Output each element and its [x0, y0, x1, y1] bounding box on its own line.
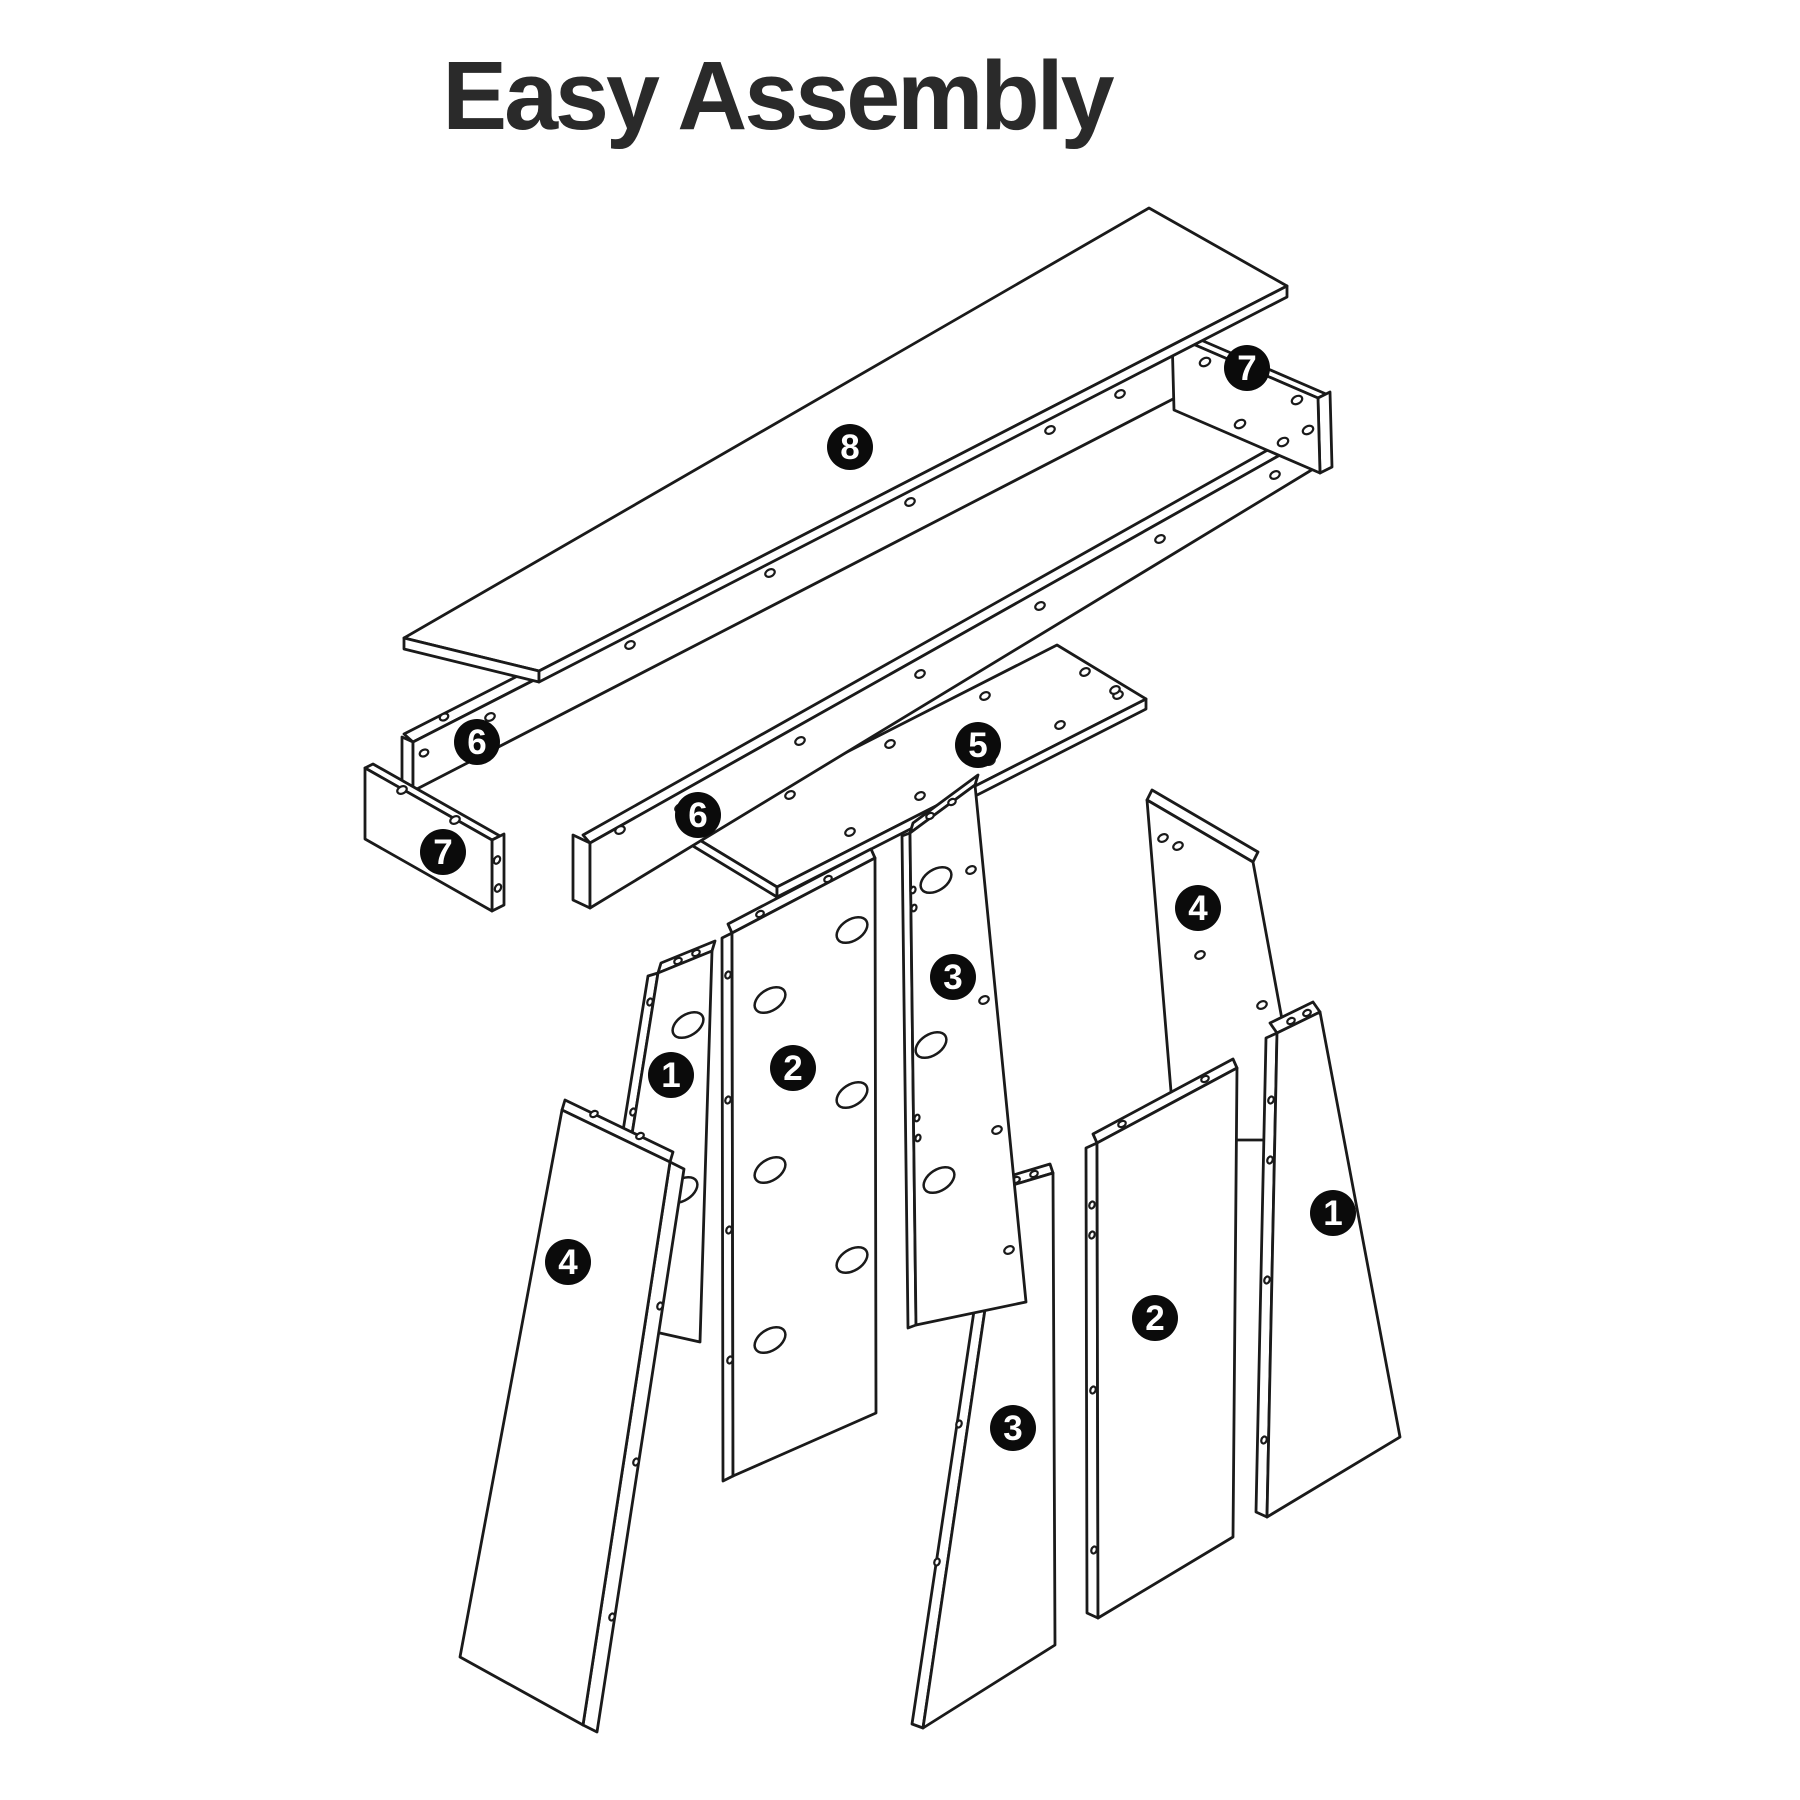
- callout-part-8: 8: [827, 424, 873, 470]
- callout-part-2-left: 2: [770, 1045, 816, 1091]
- callout-part-4-left: 4: [545, 1239, 591, 1285]
- callout-part-1-left: 1: [648, 1052, 694, 1098]
- callout-part-4-right: 4: [1175, 885, 1221, 931]
- svg-text:7: 7: [1237, 349, 1256, 388]
- callouts: 8 7 6 6 7 5 1 2: [420, 345, 1356, 1451]
- callout-part-7-left: 7: [420, 829, 466, 875]
- svg-text:6: 6: [688, 796, 707, 835]
- svg-text:4: 4: [558, 1243, 578, 1282]
- svg-text:4: 4: [1188, 889, 1208, 928]
- svg-text:2: 2: [1145, 1299, 1164, 1338]
- part-3-right-leg: [910, 1162, 1057, 1730]
- svg-text:1: 1: [661, 1056, 680, 1095]
- svg-text:6: 6: [467, 723, 486, 762]
- callout-part-7-right: 7: [1224, 345, 1270, 391]
- callout-part-6-front: 6: [675, 792, 721, 838]
- part-2-right-leg: [1084, 1057, 1239, 1620]
- part-3-left-leg: [900, 773, 1028, 1330]
- callout-part-5: 5: [955, 722, 1001, 768]
- part-4-left-leg: [458, 1098, 686, 1734]
- page-title: Easy Assembly: [442, 41, 1114, 150]
- svg-text:3: 3: [1003, 1409, 1022, 1448]
- callout-part-2-right: 2: [1132, 1295, 1178, 1341]
- svg-text:1: 1: [1323, 1194, 1342, 1233]
- callout-part-3-left: 3: [930, 954, 976, 1000]
- svg-text:8: 8: [840, 428, 859, 467]
- part-2-left-leg: [720, 847, 878, 1483]
- part-1-right-leg: [1254, 1000, 1402, 1519]
- svg-text:2: 2: [783, 1049, 802, 1088]
- svg-text:3: 3: [943, 958, 962, 997]
- svg-text:7: 7: [433, 833, 452, 872]
- svg-text:5: 5: [968, 726, 987, 765]
- callout-part-6-back: 6: [454, 719, 500, 765]
- callout-part-3-right: 3: [990, 1405, 1036, 1451]
- callout-part-1-right: 1: [1310, 1190, 1356, 1236]
